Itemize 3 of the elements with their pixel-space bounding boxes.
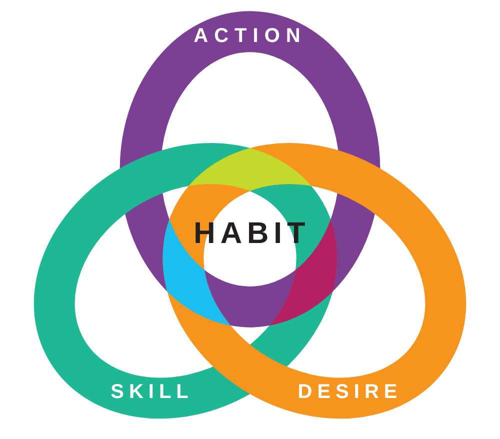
ring-label: ACTION xyxy=(194,26,306,46)
ring-label: SKILL xyxy=(110,382,194,402)
ring-label: DESIRE xyxy=(298,382,402,402)
